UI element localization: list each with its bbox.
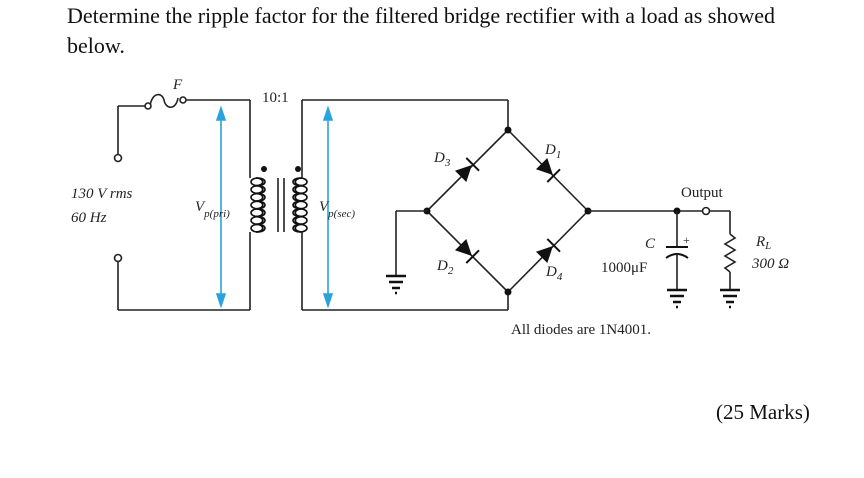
load-value-label: 300 Ω	[751, 256, 789, 272]
turns-ratio-label: 10:1	[262, 90, 289, 106]
output-terminal	[701, 206, 711, 216]
capacitor-value-label: 1000μF	[601, 260, 647, 276]
source-terminal-bottom	[113, 253, 123, 263]
diode-d3-symbol	[454, 157, 480, 183]
capacitor-symbol	[665, 246, 689, 309]
question-text: Determine the ripple factor for the filt…	[67, 3, 775, 58]
source-terminal-top	[113, 153, 123, 163]
v-secondary-label: Vp(sec)	[319, 199, 355, 220]
diode-d4-label: D4	[545, 264, 563, 283]
output-rail	[588, 206, 731, 246]
marks-label: (25 Marks)	[716, 400, 810, 424]
load-name-label: RL	[755, 234, 771, 252]
v-secondary-arrow	[322, 105, 334, 309]
output-label: Output	[681, 185, 724, 201]
primary-coil	[250, 177, 266, 233]
fuse-symbol	[149, 93, 179, 109]
secondary-circuit	[301, 99, 509, 311]
primary-dot	[261, 166, 267, 172]
diode-d2-label: D2	[436, 258, 454, 277]
capacitor-name-label: C	[645, 236, 656, 252]
secondary-dot	[295, 166, 301, 172]
v-primary-label: Vp(pri)	[195, 199, 230, 220]
source-voltage-label: 130 V rms	[71, 186, 133, 202]
load-resistor-symbol	[720, 233, 740, 309]
source-frequency-label: 60 Hz	[71, 210, 107, 226]
secondary-coil	[292, 177, 308, 233]
diode-d2-symbol	[454, 238, 480, 264]
primary-circuit	[113, 93, 251, 311]
fuse-label: F	[172, 77, 183, 93]
v-primary-arrow	[215, 105, 227, 309]
diode-note: All diodes are 1N4001.	[511, 322, 651, 338]
capacitor-polarity-label: +	[683, 233, 690, 247]
diode-bridge	[423, 126, 592, 296]
transformer	[250, 166, 308, 233]
bridge-ground	[386, 210, 427, 295]
diode-d1-label: D1	[544, 142, 561, 161]
diode-d3-label: D3	[433, 150, 451, 169]
